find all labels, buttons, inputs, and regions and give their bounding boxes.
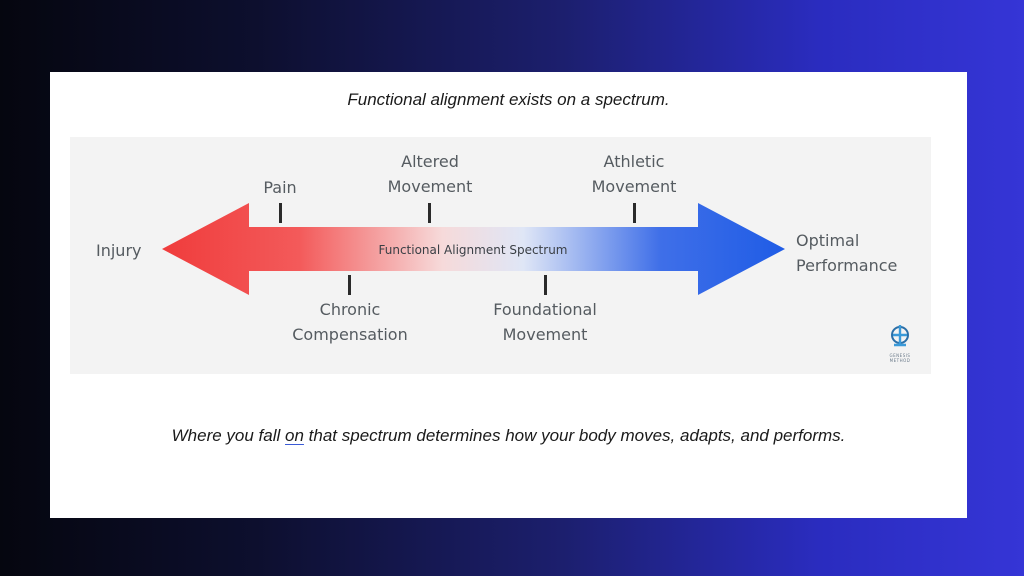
movement-text: Movement xyxy=(387,177,473,196)
performance-text: Performance xyxy=(796,256,898,275)
slide-card: Functional alignment exists on a spectru… xyxy=(50,72,967,518)
altered-text: Altered xyxy=(401,152,459,171)
altered-movement-tick xyxy=(428,203,431,223)
athletic-text: Athletic xyxy=(603,152,665,171)
logo-icon xyxy=(891,325,909,347)
compensation-text: Compensation xyxy=(292,325,408,344)
foundational-movement-tick xyxy=(544,275,547,295)
footer-text-before: Where you fall xyxy=(171,426,286,445)
athletic-movement-label: Athletic Movement xyxy=(574,149,694,199)
chronic-compensation-label: Chronic Compensation xyxy=(270,297,430,347)
footer-text-after: that spectrum determines how your body m… xyxy=(303,426,846,445)
movement-text: Movement xyxy=(591,177,677,196)
spectrum-arrow: Functional Alignment Spectrum xyxy=(162,203,785,295)
pain-tick xyxy=(279,203,282,223)
athletic-movement-tick xyxy=(633,203,636,223)
movement-text: Movement xyxy=(502,325,588,344)
diagram-title: Functional alignment exists on a spectru… xyxy=(347,90,670,109)
footer-text-underlined: on xyxy=(285,426,304,445)
pain-text: Pain xyxy=(263,178,297,197)
arrow-label: Functional Alignment Spectrum xyxy=(379,243,568,257)
optimal-text: Optimal xyxy=(796,231,860,250)
brand-logo: GENESIS METHOD xyxy=(882,323,918,363)
altered-movement-label: Altered Movement xyxy=(370,149,490,199)
pain-label: Pain xyxy=(250,175,310,200)
footer-caption: Where you fall on that spectrum determin… xyxy=(50,426,967,446)
foundational-text: Foundational xyxy=(493,300,597,319)
optimal-performance-label: Optimal Performance xyxy=(796,228,897,278)
chronic-compensation-tick xyxy=(348,275,351,295)
logo-text: GENESIS METHOD xyxy=(889,353,911,363)
injury-label: Injury xyxy=(96,241,142,260)
spectrum-panel: Functional Alignment Spectrum Injury Opt… xyxy=(70,137,931,374)
foundational-movement-label: Foundational Movement xyxy=(475,297,615,347)
chronic-text: Chronic xyxy=(319,300,381,319)
